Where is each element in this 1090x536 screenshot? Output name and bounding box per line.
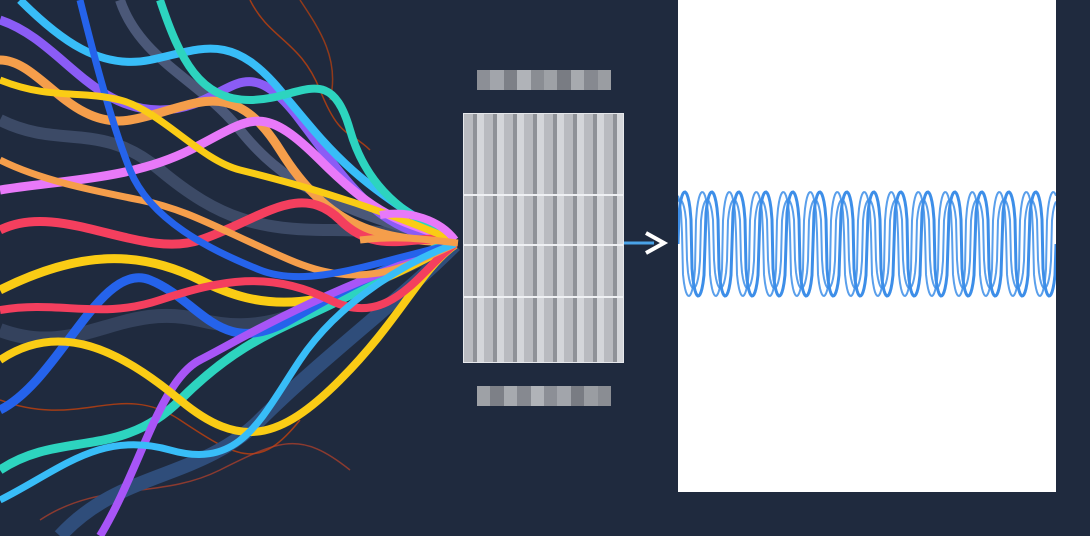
processor-label-top: [477, 70, 612, 90]
wave-trace: [678, 190, 1056, 298]
filter-stripes: [464, 114, 623, 362]
filter-bank-icon: [463, 113, 624, 363]
processor-label-bottom: [477, 386, 612, 406]
filter-divider: [464, 194, 623, 196]
tangled-signals-icon: [0, 0, 460, 536]
wave-trace: [678, 198, 1056, 290]
filter-divider: [464, 244, 623, 246]
arrow-right-icon: [624, 231, 669, 255]
output-panel: [678, 0, 1056, 492]
wave-trace: [678, 190, 1056, 298]
clean-wave-icon: [678, 190, 1056, 298]
filter-divider: [464, 296, 623, 298]
